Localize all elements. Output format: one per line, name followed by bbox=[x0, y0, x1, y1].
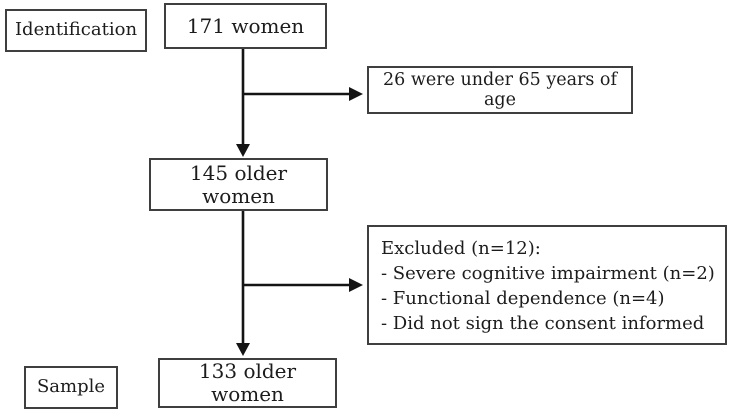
node-eligible-older-women: 145 older women bbox=[149, 158, 328, 211]
node-final-sample: 133 older women bbox=[158, 358, 337, 408]
arrow-initial-to-eligible-head bbox=[236, 144, 250, 157]
stage-label-identification: Identification bbox=[5, 9, 147, 52]
node-eligible-older-women-text: 145 older women bbox=[189, 160, 288, 208]
node-initial-women: 171 women bbox=[164, 3, 327, 49]
excluded-item-consent: - Did not sign the consent informed bbox=[381, 313, 705, 334]
stage-label-sample-text: Sample bbox=[36, 376, 106, 398]
node-initial-women-text: 171 women bbox=[186, 13, 305, 38]
excluded-item-functional: - Functional dependence (n=4) bbox=[381, 288, 665, 309]
arrow-branch-under65-head bbox=[349, 87, 363, 101]
node-excluded-list: Excluded (n=12): - Severe cognitive impa… bbox=[367, 225, 727, 345]
arrow-eligible-to-final-head bbox=[236, 343, 250, 356]
stage-label-identification-text: Identification bbox=[14, 19, 138, 41]
node-excluded-under-65: 26 were under 65 years of age bbox=[367, 66, 633, 114]
arrow-branch-excluded-head bbox=[349, 278, 363, 292]
node-excluded-under-65-text: 26 were under 65 years of age bbox=[383, 69, 617, 110]
stage-label-sample: Sample bbox=[24, 366, 118, 409]
excluded-title: Excluded (n=12): bbox=[381, 238, 541, 259]
excluded-item-cognitive: - Severe cognitive impairment (n=2) bbox=[381, 263, 715, 284]
node-final-sample-text: 133 older women bbox=[198, 359, 297, 406]
